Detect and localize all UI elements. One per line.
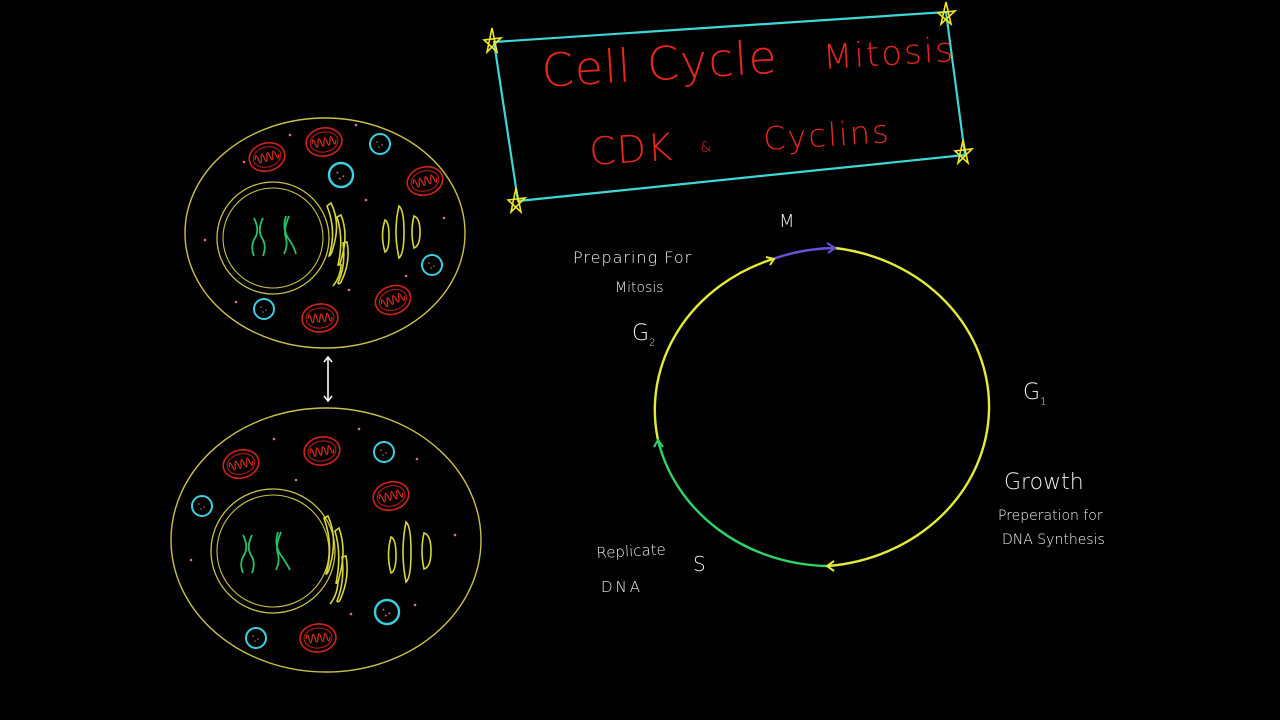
endoplasmic-reticulum	[323, 514, 348, 605]
phase-label-s: S	[693, 552, 706, 576]
golgi	[381, 204, 421, 260]
nucleus-inner	[222, 187, 324, 289]
nucleus-outer	[216, 181, 330, 295]
cell-cycle-diagram	[653, 242, 991, 572]
phase-s-arc	[656, 439, 829, 568]
phase-label-g1: G1	[1023, 380, 1047, 408]
phase-g2-arc	[653, 257, 774, 441]
g1-note-line2: DNA Synthesis	[1002, 532, 1105, 548]
s-note-line1: Replicate	[596, 540, 667, 562]
g2-note-line1: Preparing For	[573, 248, 693, 267]
title-cdk: CDK	[588, 124, 675, 174]
g1-note-line1: Preperation for	[998, 508, 1103, 524]
arrow-g2-icon	[765, 256, 776, 266]
title-ampersand: &	[700, 139, 712, 156]
nucleus-inner	[216, 494, 330, 608]
title-mitosis: Mitosis	[822, 29, 956, 78]
double-arrow-icon	[323, 355, 333, 403]
phase-g1-arc	[827, 246, 991, 568]
phase-label-m: M	[779, 211, 795, 232]
cell-bottom	[170, 407, 482, 673]
phase-label-g2: G2	[632, 321, 656, 349]
cell-top	[184, 117, 466, 349]
arrow-m-icon	[826, 242, 837, 254]
title-cyclins: Cyclins	[762, 112, 892, 158]
arrow-s-icon	[653, 438, 664, 448]
g1-note-title: Growth	[1004, 470, 1084, 495]
nucleus-outer	[210, 488, 336, 614]
chromosomes	[251, 215, 297, 257]
arrow-g1-icon	[825, 560, 835, 572]
g2-note-line2: Mitosis	[615, 280, 664, 296]
title-box	[482, 1, 975, 215]
golgi	[387, 520, 432, 584]
star-icon	[482, 1, 975, 215]
chromosomes	[240, 531, 291, 574]
phase-m-arc	[772, 246, 836, 261]
s-note-line2: DNA	[601, 578, 644, 596]
endoplasmic-reticulum	[326, 201, 349, 287]
